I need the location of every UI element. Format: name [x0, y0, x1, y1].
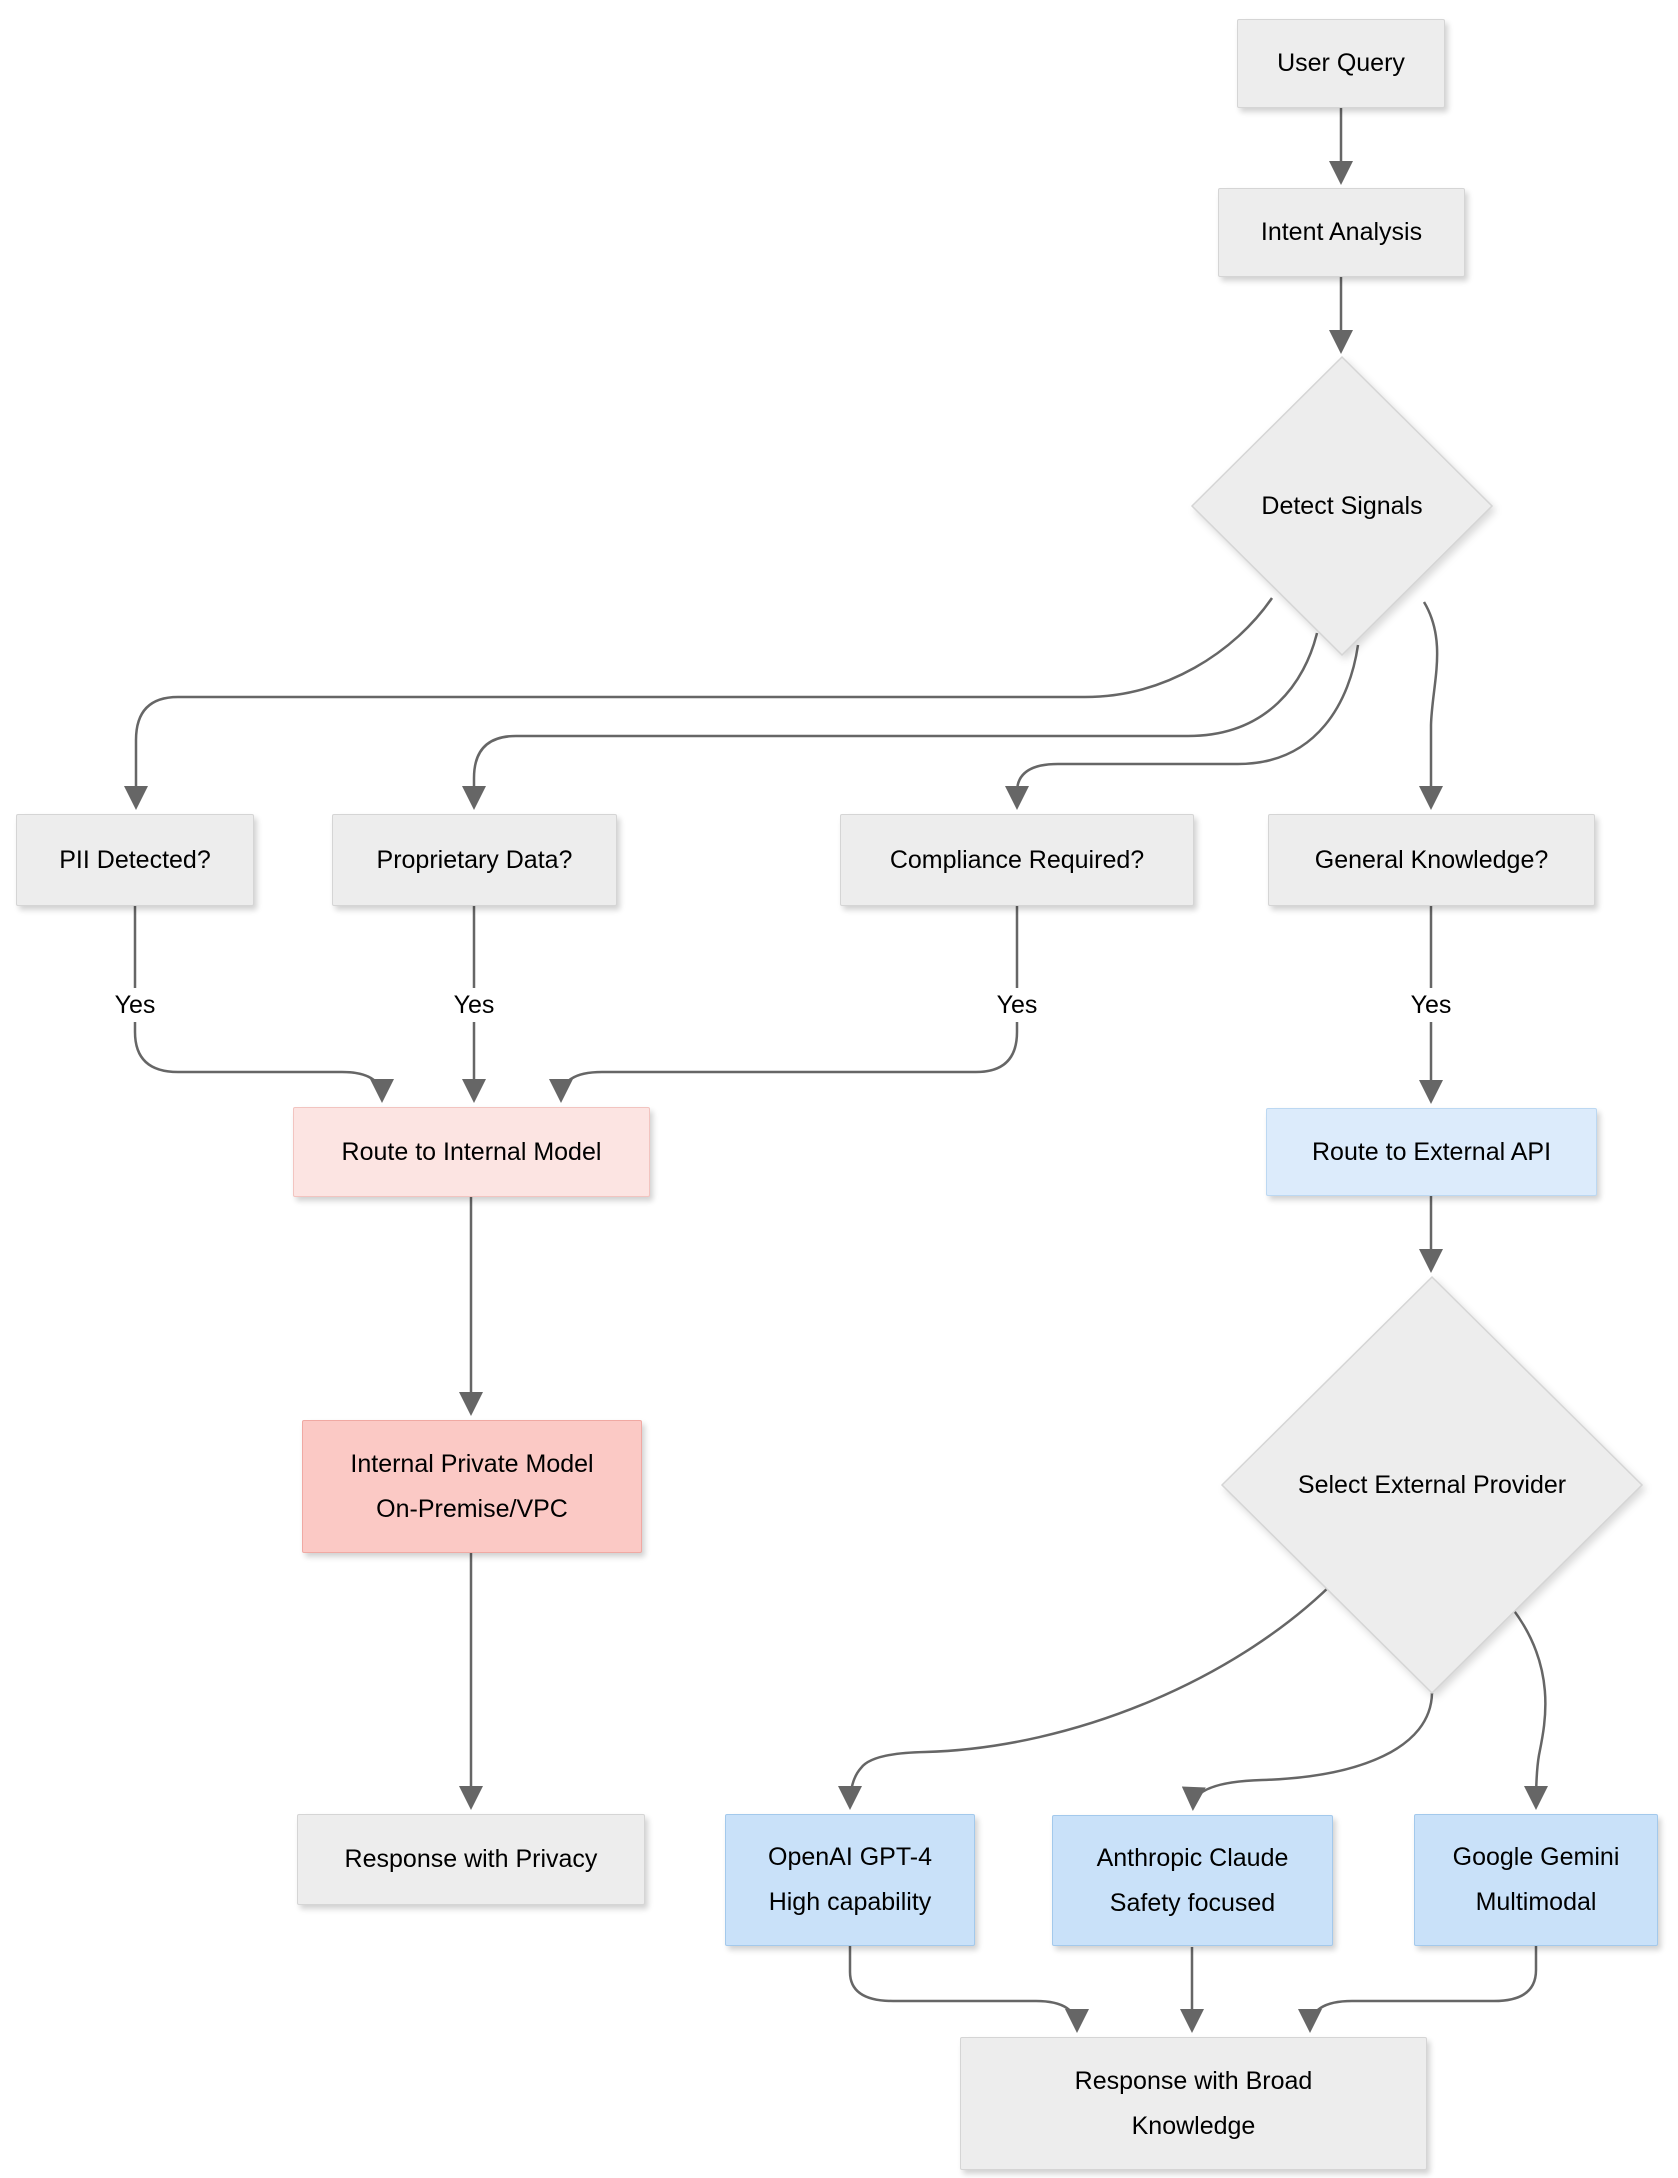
edge-detect-to-compliance	[1005, 644, 1360, 810]
node-label-anthropic: Anthropic Claude Safety focused	[1096, 1843, 1289, 1917]
node-shape-select-provider	[1220, 1275, 1644, 1695]
edge-label-proprietary-yes: Yes	[443, 988, 505, 1022]
node-proprietary-data: Proprietary Data?	[332, 814, 617, 906]
node-label-route-external: Route to External API	[1311, 1137, 1552, 1166]
node-label-user-query: User Query	[1277, 49, 1405, 77]
node-label-pii-detected: PII Detected?	[59, 845, 211, 874]
node-response-privacy: Response with Privacy	[297, 1814, 645, 1905]
node-shape-detect-signals	[1190, 355, 1494, 657]
edge-detect-to-proprietary	[462, 632, 1319, 810]
node-anthropic: Anthropic Claude Safety focused	[1052, 1815, 1333, 1946]
edge-detect-to-pii	[124, 597, 1274, 810]
node-response-broad: Response with Broad Knowledge	[960, 2037, 1427, 2170]
node-openai: OpenAI GPT-4 High capability	[725, 1814, 975, 1946]
node-compliance-required: Compliance Required?	[840, 814, 1194, 906]
node-internal-model: Internal Private Model On-Premise/VPC	[302, 1420, 642, 1553]
edge-label-pii-yes: Yes	[104, 988, 166, 1022]
node-label-compliance-required: Compliance Required?	[889, 845, 1145, 874]
node-label-intent-analysis: Intent Analysis	[1260, 218, 1423, 246]
node-general-knowledge: General Knowledge?	[1268, 814, 1595, 906]
edge-detect-to-general	[1419, 601, 1443, 810]
node-label-response-privacy: Response with Privacy	[344, 1845, 598, 1873]
node-intent-analysis: Intent Analysis	[1218, 188, 1465, 277]
edge-select-to-google	[1511, 1607, 1549, 1810]
edge-openai-to-broad	[848, 1946, 1089, 2033]
edge-label-compliance-yes: Yes	[986, 988, 1048, 1022]
edge-select-to-openai	[838, 1577, 1339, 1810]
node-label-proprietary-data: Proprietary Data?	[376, 845, 573, 874]
node-label-google: Google Gemini Multimodal	[1452, 1843, 1620, 1916]
node-google: Google Gemini Multimodal	[1414, 1814, 1658, 1946]
node-user-query: User Query	[1237, 19, 1445, 108]
edge-select-to-anthropic	[1181, 1692, 1434, 1811]
edge-compliance-yes	[549, 906, 1019, 1103]
node-label-internal-model: Internal Private Model On-Premise/VPC	[350, 1449, 594, 1523]
edge-google-to-broad	[1298, 1946, 1538, 2033]
edge-label-general-yes: Yes	[1400, 988, 1462, 1022]
node-label-openai: OpenAI GPT-4 High capability	[768, 1843, 932, 1916]
node-label-general-knowledge: General Knowledge?	[1314, 845, 1549, 874]
edge-pii-yes	[133, 906, 394, 1103]
node-route-external: Route to External API	[1266, 1108, 1597, 1196]
node-pii-detected: PII Detected?	[16, 814, 254, 906]
node-label-response-broad: Response with Broad Knowledge	[1074, 2066, 1313, 2140]
node-route-internal: Route to Internal Model	[293, 1107, 650, 1197]
node-label-route-internal: Route to Internal Model	[341, 1137, 602, 1166]
